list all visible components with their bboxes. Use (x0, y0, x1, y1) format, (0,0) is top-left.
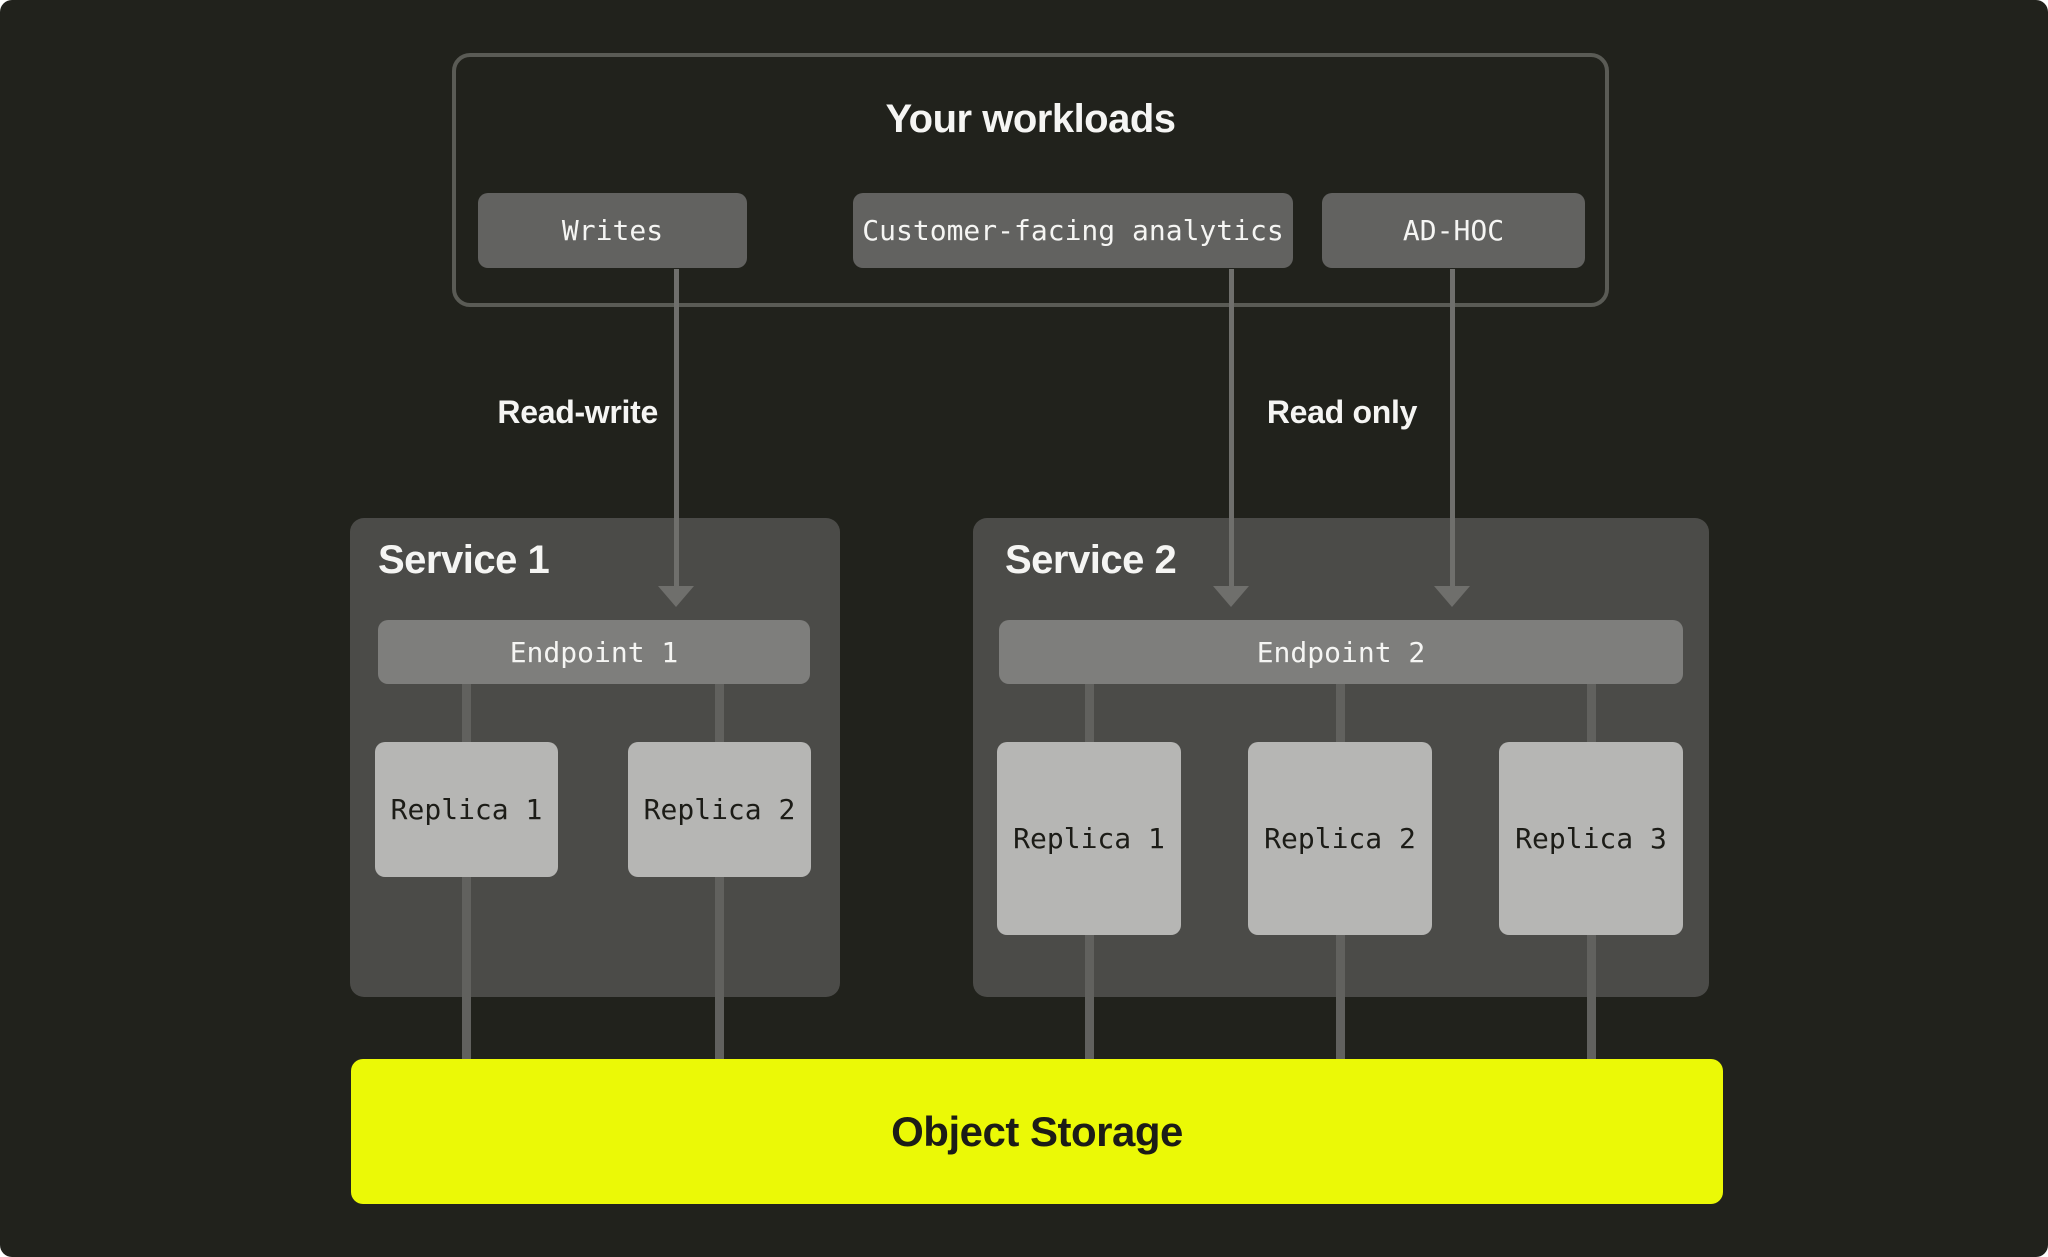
adhoc-arrow-line (1450, 269, 1455, 586)
service-1-replica-2: Replica 2 (628, 742, 811, 877)
workloads-title: Your workloads (885, 97, 1176, 141)
read-only-label: Read only (1266, 394, 1418, 430)
connector-line (462, 877, 471, 1059)
service-2-replica-2: Replica 2 (1248, 742, 1432, 935)
arrow-down-icon (1434, 586, 1470, 607)
connector-line (1336, 935, 1345, 1059)
connector-line (1085, 935, 1094, 1059)
connector-line (1587, 935, 1596, 1059)
workload-customer-facing-analytics: Customer-facing analytics (853, 193, 1293, 268)
object-storage-bar: Object Storage (351, 1059, 1723, 1204)
workload-ad-hoc: AD-HOC (1322, 193, 1585, 268)
read-write-label: Read-write (497, 394, 658, 430)
service-2-title: Service 2 (1005, 538, 1177, 582)
connector-line (462, 684, 471, 742)
connector-line (1085, 684, 1094, 742)
workload-writes: Writes (478, 193, 747, 268)
endpoint-2: Endpoint 2 (999, 620, 1683, 684)
service-1-replica-1: Replica 1 (375, 742, 558, 877)
analytics-arrow-line (1229, 269, 1234, 586)
endpoint-1: Endpoint 1 (378, 620, 810, 684)
service-2-replica-1: Replica 1 (997, 742, 1181, 935)
writes-arrow-line (674, 269, 679, 586)
arrow-down-icon (1213, 586, 1249, 607)
workloads-group-box (452, 53, 1609, 307)
connector-line (1587, 684, 1596, 742)
arrow-down-icon (658, 586, 694, 607)
connector-line (1336, 684, 1345, 742)
connector-line (715, 877, 724, 1059)
service-2-replica-3: Replica 3 (1499, 742, 1683, 935)
connector-line (715, 684, 724, 742)
service-1-title: Service 1 (378, 538, 550, 582)
